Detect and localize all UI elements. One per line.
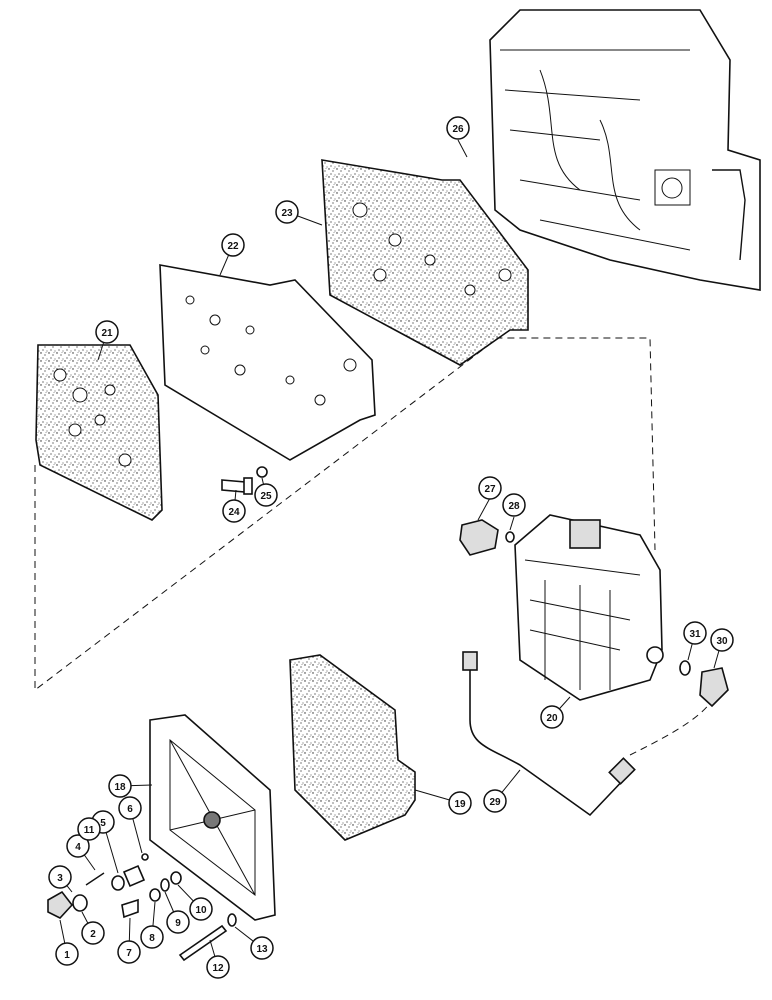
fitting-27: [459, 519, 499, 556]
callout-22[interactable]: 22: [221, 233, 245, 257]
callout-12[interactable]: 12: [206, 955, 230, 979]
washer-10: [170, 871, 182, 885]
bolt-12: [178, 924, 228, 962]
tube-29: [462, 651, 636, 817]
callout-2-label: 2: [90, 929, 96, 940]
washer-13: [227, 913, 237, 927]
assembly-lines: [34, 337, 713, 756]
callout-13[interactable]: 13: [250, 936, 274, 960]
callout-1[interactable]: 1: [55, 942, 79, 966]
callout-6[interactable]: 6: [118, 796, 142, 820]
cover-plate-18: [149, 714, 276, 921]
callout-10-label: 10: [195, 905, 207, 916]
gasket-21: [35, 344, 163, 521]
callout-7-label: 7: [126, 948, 132, 959]
bolt-7: [121, 898, 139, 919]
callout-26-label: 26: [452, 124, 464, 135]
washer-25: [256, 466, 268, 478]
transmission-housing: [489, 9, 761, 291]
callout-2[interactable]: 2: [81, 921, 105, 945]
callout-11[interactable]: 11: [77, 817, 101, 841]
callout-23[interactable]: 23: [275, 200, 299, 224]
callout-31-label: 31: [689, 629, 701, 640]
callout-25-label: 25: [260, 491, 272, 502]
callout-12-label: 12: [212, 963, 224, 974]
callout-23-label: 23: [281, 208, 293, 219]
callout-26[interactable]: 26: [446, 116, 470, 140]
callout-18-label: 18: [114, 782, 126, 793]
small-parts: [47, 822, 237, 962]
o-ring-2: [72, 894, 88, 912]
callout-9-label: 9: [175, 918, 181, 929]
callout-10[interactable]: 10: [189, 897, 213, 921]
separator-plate-22: [159, 264, 376, 461]
callout-20[interactable]: 20: [540, 705, 564, 729]
callout-8[interactable]: 8: [140, 925, 164, 949]
plug-1: [47, 890, 74, 919]
callout-27-label: 27: [484, 484, 496, 495]
callout-7[interactable]: 7: [117, 940, 141, 964]
callout-1-label: 1: [64, 950, 70, 961]
o-ring-28: [505, 531, 515, 543]
callout-4[interactable]: 4: [66, 834, 90, 858]
callout-24[interactable]: 24: [222, 499, 246, 523]
callouts: 1 2 3 4 5 6 7 8 9 10 11 12 13 18 19 20 2…: [48, 116, 734, 979]
callout-19[interactable]: 19: [448, 791, 472, 815]
callout-8-label: 8: [149, 933, 155, 944]
callout-3[interactable]: 3: [48, 865, 72, 889]
callout-5-label: 5: [100, 818, 106, 829]
callout-29-label: 29: [489, 797, 501, 808]
callout-9[interactable]: 9: [166, 910, 190, 934]
bolt-24: [221, 477, 253, 495]
callout-6-label: 6: [127, 804, 133, 815]
callout-22-label: 22: [227, 241, 239, 252]
callout-3-label: 3: [57, 873, 63, 884]
gasket-23: [321, 159, 529, 366]
fitting-30: [699, 667, 729, 708]
callout-27[interactable]: 27: [478, 476, 502, 500]
callout-19-label: 19: [454, 799, 466, 810]
callout-21[interactable]: 21: [95, 320, 119, 344]
washer-8: [149, 888, 161, 902]
gasket-19: [289, 654, 416, 841]
callout-24-label: 24: [228, 507, 240, 518]
valve-4: [111, 875, 125, 891]
callout-30[interactable]: 30: [710, 628, 734, 652]
callout-13-label: 13: [256, 944, 268, 955]
callout-30-label: 30: [716, 636, 728, 647]
pin-6: [141, 853, 149, 861]
callout-29[interactable]: 29: [483, 789, 507, 813]
spring-3: [85, 872, 105, 886]
callout-4-label: 4: [75, 842, 81, 853]
callout-28[interactable]: 28: [502, 493, 526, 517]
valve-body-20: [514, 514, 664, 701]
callout-28-label: 28: [508, 501, 520, 512]
callout-25[interactable]: 25: [254, 483, 278, 507]
callout-11-label: 11: [84, 825, 95, 836]
o-ring-31: [679, 660, 691, 676]
washer-9: [160, 878, 170, 892]
callout-21-label: 21: [101, 328, 113, 339]
callout-31[interactable]: 31: [683, 621, 707, 645]
plug-5: [122, 864, 146, 888]
callout-20-label: 20: [546, 713, 558, 724]
callout-18[interactable]: 18: [108, 774, 132, 798]
